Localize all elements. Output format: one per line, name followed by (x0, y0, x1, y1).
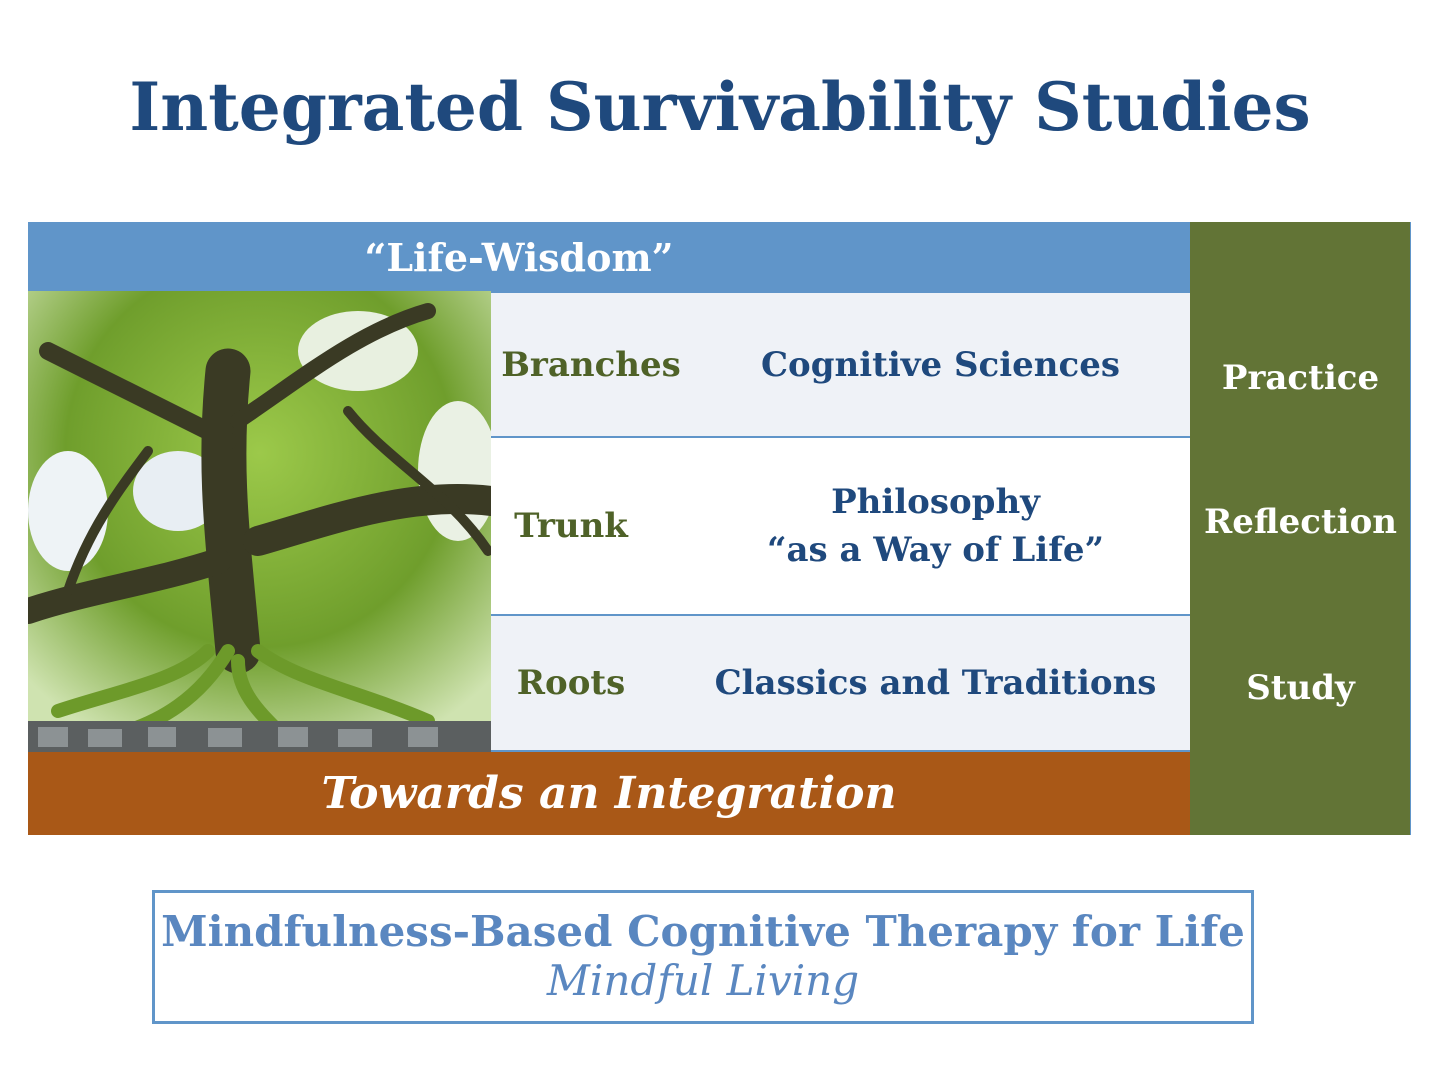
side-practice: Practice (1221, 358, 1380, 398)
side-study: Study (1246, 668, 1355, 708)
row-label: Trunk (514, 506, 628, 546)
row-roots: Roots Classics and Traditions (491, 616, 1190, 752)
program-title: Mindfulness-Based Cognitive Therapy for … (161, 907, 1245, 956)
row-branches: Branches Cognitive Sciences (491, 293, 1190, 438)
page-title: Integrated Survivability Studies (129, 68, 1311, 146)
row-trunk: Trunk Philosophy “as a Way of Life” (491, 438, 1190, 616)
side-reflection: Reflection (1204, 502, 1397, 542)
side-column: Practice Reflection Study (1190, 222, 1411, 835)
row-value: Classics and Traditions (714, 663, 1157, 703)
row-value: Philosophy “as a Way of Life” (651, 478, 1190, 574)
row-label: Roots (516, 663, 626, 703)
program-box: Mindfulness-Based Cognitive Therapy for … (152, 890, 1254, 1024)
row-label: Branches (501, 344, 681, 385)
integration-footer: Towards an Integration (28, 752, 1190, 835)
row-value-line1: Philosophy (831, 482, 1040, 522)
row-value-line2: “as a Way of Life” (766, 530, 1105, 570)
tree-image (28, 291, 491, 754)
header-text: “Life-Wisdom” (364, 235, 674, 280)
life-wisdom-header: “Life-Wisdom” (28, 222, 1190, 293)
row-value: Cognitive Sciences (761, 344, 1120, 385)
program-subtitle: Mindful Living (546, 956, 860, 1005)
